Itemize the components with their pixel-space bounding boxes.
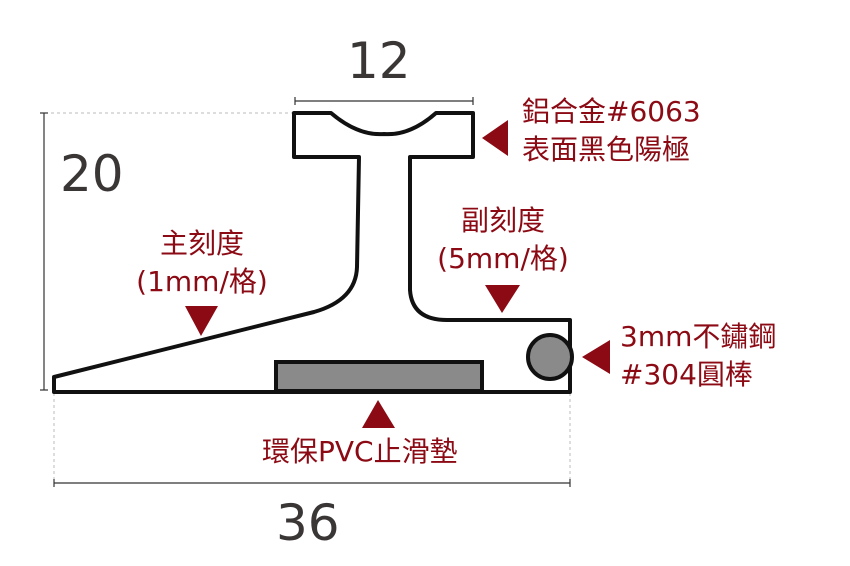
main-scale-line1: 主刻度: [159, 227, 244, 260]
sub-scale-arrow-icon: [485, 285, 520, 313]
sub-scale-label: 副刻度 (5mm/格): [424, 202, 582, 278]
height-dimension: 20: [60, 145, 124, 203]
material-line2: 表面黑色陽極: [522, 133, 691, 166]
material-line1: 鋁合金#6063: [522, 95, 701, 128]
rod-arrow-icon: [582, 340, 610, 374]
rod-label: 3mm不鏽鋼 #304圓棒: [620, 318, 776, 394]
rod-line1: 3mm不鏽鋼: [620, 320, 777, 353]
material-arrow-icon: [482, 120, 508, 156]
steel-rod: [526, 333, 574, 381]
main-scale-line2: (1mm/格): [136, 265, 268, 298]
length-dimension: 36: [276, 494, 340, 552]
rod-line2: #304圓棒: [620, 358, 753, 391]
sub-scale-line1: 副刻度: [460, 204, 545, 237]
pad-label: 環保PVC止滑墊: [262, 435, 458, 468]
material-label: 鋁合金#6063 表面黑色陽極: [522, 93, 701, 169]
width-dimension: 12: [347, 32, 411, 90]
main-scale-arrow-icon: [185, 306, 218, 336]
pvc-pad: [274, 360, 484, 393]
main-scale-label: 主刻度 (1mm/格): [123, 225, 281, 301]
sub-scale-line2: (5mm/格): [437, 242, 569, 275]
pad-arrow-icon: [362, 400, 395, 428]
dimension-lines: [40, 97, 571, 487]
aluminum-profile: [52, 111, 572, 394]
